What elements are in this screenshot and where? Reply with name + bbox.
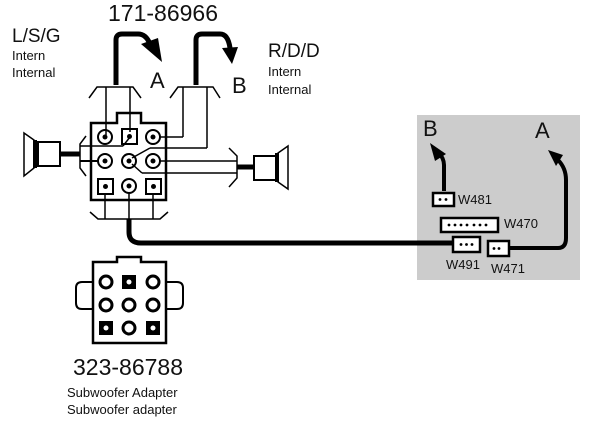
panel-arrow-a [500, 158, 568, 250]
subwoofer-adapter-connector [75, 255, 184, 345]
panel-label-a: A [535, 118, 550, 143]
left-group-code: L/S/G [12, 26, 61, 47]
main-connector [89, 111, 168, 202]
arrow-to-b [193, 31, 233, 85]
arrow-label-a: A [150, 68, 165, 93]
main-cable [126, 219, 452, 246]
connector-label-w470: W470 [504, 216, 538, 231]
right-group-code: R/D/D [268, 41, 320, 62]
connector-w470 [439, 216, 500, 234]
panel-arrow-head-a [548, 150, 563, 166]
adapter-line1: Subwoofer Adapter [67, 385, 178, 400]
arrow-head-a [141, 38, 162, 62]
arrow-head-b [222, 47, 238, 64]
connector-label-w471: W471 [491, 261, 525, 276]
harness-part-number: 171-86966 [108, 0, 218, 26]
panel-label-b: B [423, 116, 438, 141]
panel-arrow-head-b [430, 143, 446, 161]
adapter-line2: Subwoofer adapter [67, 402, 177, 417]
left-group-line1: Intern [12, 48, 46, 63]
adapter-part-number: 323-86788 [73, 354, 183, 380]
connector-label-w481: W481 [458, 192, 492, 207]
connector-w481 [431, 191, 456, 208]
arrow-to-a [113, 31, 153, 85]
right-group-line2: Internal [268, 82, 312, 97]
right-group-line1: Intern [268, 64, 302, 79]
connector-w491 [451, 235, 482, 254]
lower-plug [89, 193, 169, 220]
arrow-label-b: B [232, 73, 247, 98]
left-speaker [23, 131, 98, 178]
left-group-line2: Internal [12, 65, 56, 80]
connector-w471 [486, 239, 511, 258]
internal-wires [80, 136, 237, 174]
upper-left-plug [88, 86, 142, 135]
upper-right-plug [169, 86, 221, 148]
connector-label-w491: W491 [446, 257, 480, 272]
right-speaker [228, 144, 289, 191]
